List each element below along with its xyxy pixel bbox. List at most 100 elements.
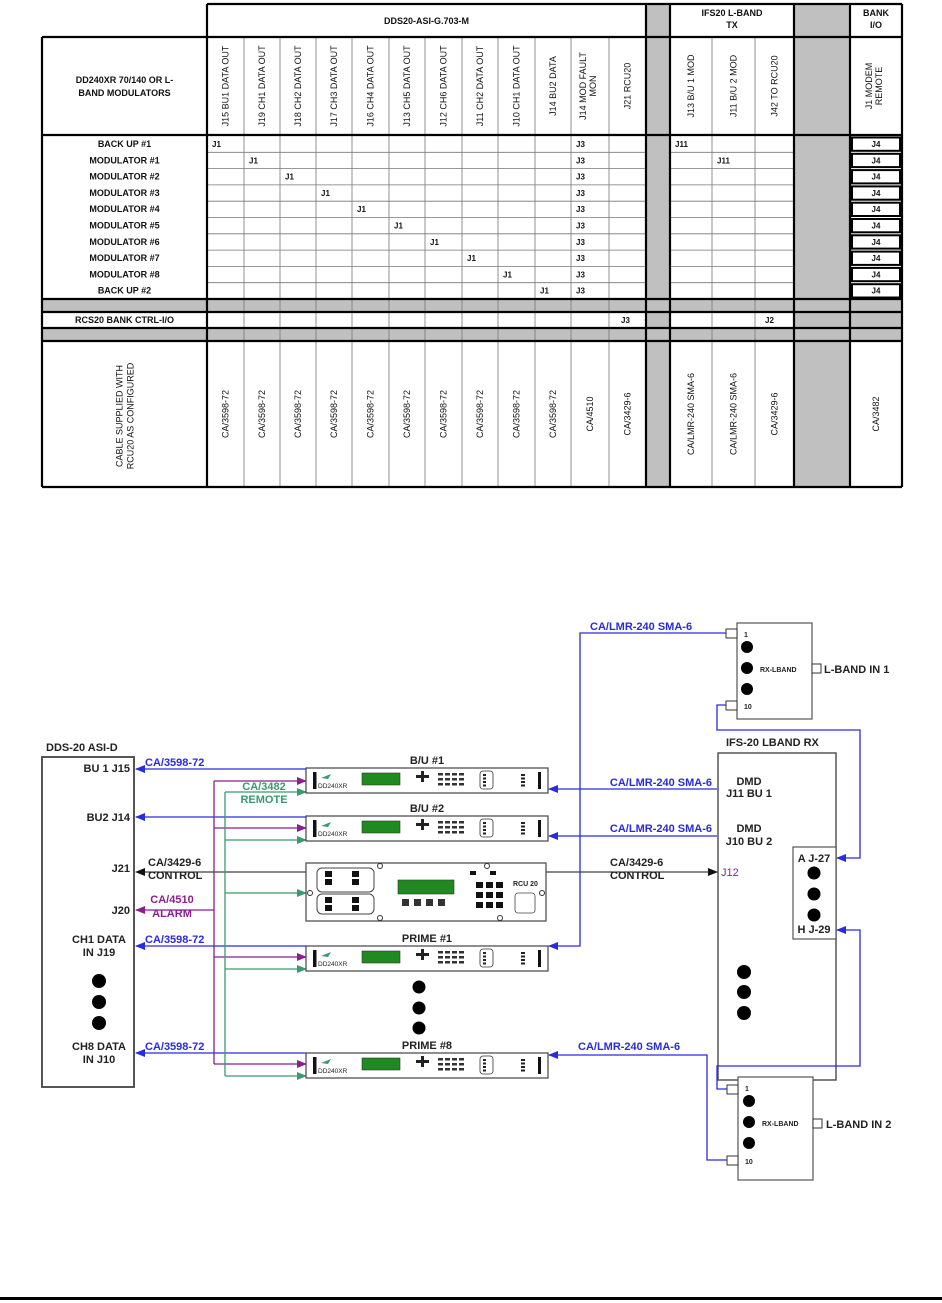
cable-label-ch1: CA/3598-72 [145,934,204,946]
cable-cell: CA/3598-72 [475,390,485,438]
cable-label-lmr-bottom: CA/LMR-240 SMA-6 [578,1041,680,1053]
page-footer-rule [0,1297,942,1300]
modem-lcd [361,820,401,834]
ifs-dmd2-line1: DMD [736,823,761,835]
dds-port-bu2: BU2 J14 [87,812,131,824]
cable-cell: CA/3598-72 [366,390,376,438]
cable-cell: CA/3482 [871,396,881,431]
table-cell: J4 [872,156,881,165]
table-cell: J4 [872,270,881,279]
splitter-2-label: RX-LBAND [762,1121,799,1128]
table-cell: J4 [872,189,881,198]
modem-model: DD240XR [318,831,348,838]
table-cell: J3 [576,270,585,279]
table-cell: J3 [576,189,585,198]
dds-column-header: J18 CH2 DATA OUT [293,45,303,127]
cable-row-label-2: RCU20 AS CONFIGURED [126,362,136,469]
cable-label-ch8: CA/3598-72 [145,1041,204,1053]
table-cell: J1 [285,173,294,182]
dds-column-header: J21 RCU20 [623,63,633,110]
cable-cell: CA/3429-6 [623,392,633,435]
cable-label-control-left-2: CONTROL [148,870,203,882]
ifs-port-h: H J-29 [797,924,830,936]
cable-label-control-right-2: CONTROL [610,870,665,882]
dds-column-header-line1: J14 MOD FAULT [578,52,588,120]
ellipsis-dot-icon [412,980,426,994]
ellipsis-dot-icon [807,887,821,901]
table-cell: J3 [576,205,585,214]
cable-label-remote-1: CA/3482 [242,781,285,793]
cable-label-lmr-top: CA/LMR-240 SMA-6 [590,621,692,633]
dds-column-header: J16 CH4 DATA OUT [366,45,376,127]
dds-column-header: J11 CH2 DATA OUT [475,45,485,126]
splitter-1-port-bottom: 10 [744,704,752,711]
modem-title: B/U #2 [410,803,444,815]
rcu-label: RCU 20 [513,881,538,888]
dds-column-header: J17 CH3 DATA OUT [329,45,339,127]
table-cell: J1 [321,189,330,198]
dds-box [41,756,135,1088]
cable-row-label-1: CABLE SUPPLIED WITH [115,365,125,467]
dds-column-header: J10 CH1 DATA OUT [512,45,522,127]
cable-label-control-left-1: CA/3429-6 [148,857,201,869]
ellipsis-dot-icon [92,974,106,988]
ifs-column-header: J13 B/U 1 MOD [686,54,696,118]
table-row-label: BACK UP #2 [98,286,151,296]
row-header-title-2: BAND MODULATORS [78,88,170,98]
table-grid [40,2,904,489]
logo-icon [321,774,331,779]
table-cell: J1 [540,287,549,296]
table-cell: J4 [872,222,881,231]
modem-model: DD240XR [318,1068,348,1075]
cable-splitter1-to-a [716,704,861,862]
ifs-dmd1-line1: DMD [736,776,761,788]
bank-group-header-1: BANK [863,8,889,18]
rx-lband-splitter-1: 1 RX-LBAND L-BAND IN 1 10 [725,622,889,720]
table-row-label: MODULATOR #3 [89,188,159,198]
dds-port-ch8-line1: CH8 DATA [72,1041,126,1053]
modem-title: B/U #1 [410,755,444,767]
rcu20-unit: RCU 20 [305,862,547,922]
table-cell: J3 [621,316,630,325]
table-row-label: MODULATOR #6 [89,237,159,247]
logo-icon [321,1059,331,1064]
table-cell: J3 [576,140,585,149]
cable-label-alarm-1: CA/4510 [150,894,193,906]
table-row-label: MODULATOR #7 [89,253,159,263]
table-cell: J11 [675,140,688,149]
table-cell: J3 [576,173,585,182]
modem-title: PRIME #8 [402,1040,452,1052]
dds-column-header: J13 CH5 DATA OUT [402,45,412,127]
table-row-label: MODULATOR #2 [89,172,159,182]
table-cell: J1 [249,156,258,165]
ellipsis-dot-icon [807,908,821,922]
table-cell: J3 [576,238,585,247]
modem-model: DD240XR [318,961,348,968]
cable-label-remote-2: REMOTE [240,794,287,806]
table-cell: J1 [212,140,221,149]
cable-cell: CA/3598-72 [329,390,339,438]
modem-unit: B/U #2 DD240XR [305,803,549,842]
dds-port-j20: J20 [112,905,130,917]
table-cell: J3 [576,287,585,296]
cable-lmr-top [548,632,726,950]
bank-group-header-2: I/O [870,20,882,30]
cable-cell: CA/LMR-240 SMA-6 [686,373,696,455]
modem-model: DD240XR [318,783,348,790]
splitter-2-input: L-BAND IN 2 [826,1119,891,1131]
table-cell: J1 [357,205,366,214]
ifs-column-header: J42 TO RCU20 [770,55,780,116]
dds-column-header: J14 BU2 DATA [548,56,558,116]
cable-cell: CA/4510 [585,396,595,431]
ifs-dmd2-line2: J10 BU 2 [726,836,772,848]
cable-cell: CA/3429-6 [770,392,780,435]
table-row-label: MODULATOR #1 [89,155,159,165]
dds-port-ch1-line1: CH1 DATA [72,934,126,946]
cable-cell: CA/3598-72 [257,390,267,438]
ellipsis-dot-icon [412,1021,426,1035]
dds-port-ch1-line2: IN J19 [83,947,115,959]
table-cell: J3 [576,254,585,263]
